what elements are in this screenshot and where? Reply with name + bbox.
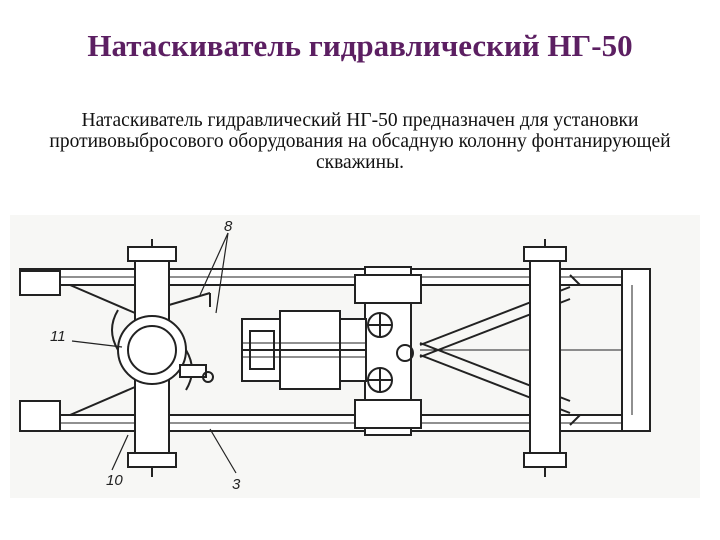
callout-11: 11 (50, 328, 66, 345)
slide-title: Натаскиватель гидравлический НГ-50 (87, 28, 633, 63)
callout-8: 8 (224, 218, 233, 235)
slide-description: Натаскиватель гидравлический НГ-50 предн… (49, 110, 671, 173)
frame-bottom-beam (19, 400, 651, 432)
diagonal-rods (419, 286, 622, 414)
clamp-arms (69, 284, 211, 416)
callout-3: 3 (232, 476, 241, 493)
hydraulic-puller-schematic: 8 11 10 3 (19, 218, 651, 493)
frame-right-end (569, 268, 651, 432)
pipe-clamp (111, 309, 214, 391)
leader-lines (71, 232, 237, 474)
carriage-right (523, 239, 567, 477)
callout-10: 10 (106, 472, 123, 489)
hydraulic-cylinder (241, 310, 367, 390)
technical-drawing: 8 11 10 3 (10, 215, 700, 498)
central-block (354, 266, 422, 436)
